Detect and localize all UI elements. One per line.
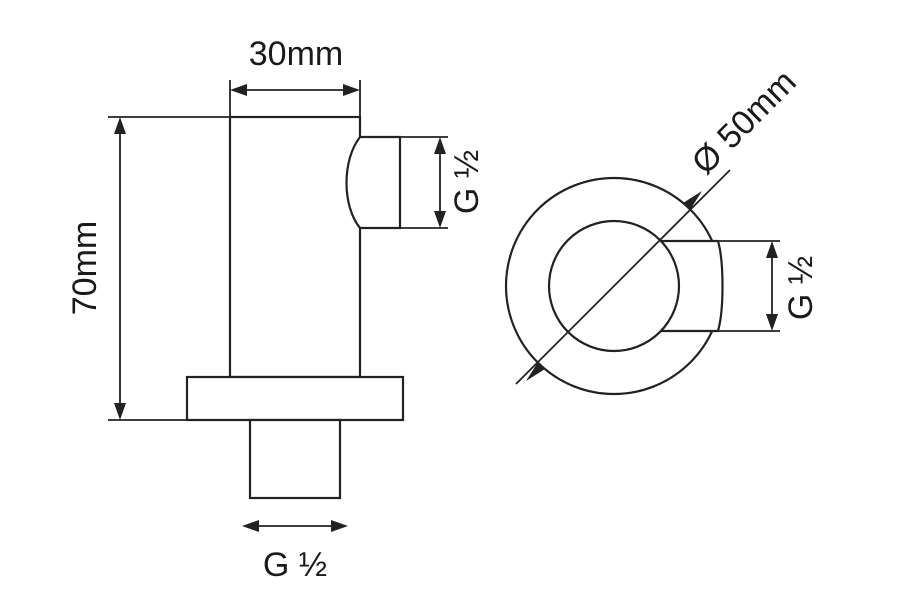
arrow-head bbox=[242, 520, 259, 532]
dimension-width: 30mm bbox=[229, 35, 361, 117]
arrow-head bbox=[683, 191, 702, 210]
front-thread-label: G ½ bbox=[782, 256, 820, 320]
arrow-head bbox=[114, 403, 126, 420]
side-outlet bbox=[345, 135, 402, 230]
height-label: 70mm bbox=[66, 221, 104, 315]
body-cylinder bbox=[228, 115, 362, 379]
arrow-head bbox=[343, 84, 360, 96]
side-view bbox=[185, 115, 405, 500]
base-flange bbox=[185, 375, 405, 422]
dimension-height: 70mm bbox=[66, 116, 230, 421]
dimension-side-thread: G ½ bbox=[400, 136, 486, 229]
side-thread-label: G ½ bbox=[448, 150, 486, 214]
diameter-line bbox=[515, 169, 731, 385]
dimension-bottom-thread: G ½ bbox=[242, 520, 348, 584]
dimension-front-thread: G ½ bbox=[718, 240, 820, 332]
arrow-head bbox=[434, 211, 446, 228]
arrow-head bbox=[230, 84, 247, 96]
arrow-head bbox=[114, 117, 126, 134]
width-label: 30mm bbox=[249, 35, 343, 73]
arrow-head bbox=[434, 137, 446, 154]
arrow-head bbox=[331, 520, 348, 532]
arrow-head bbox=[766, 241, 778, 258]
bottom-thread-stub bbox=[248, 418, 342, 500]
arrow-head bbox=[526, 362, 545, 381]
diameter-label: Ø 50mm bbox=[685, 63, 804, 182]
arrow-head bbox=[766, 314, 778, 331]
bottom-thread-label: G ½ bbox=[263, 546, 327, 584]
